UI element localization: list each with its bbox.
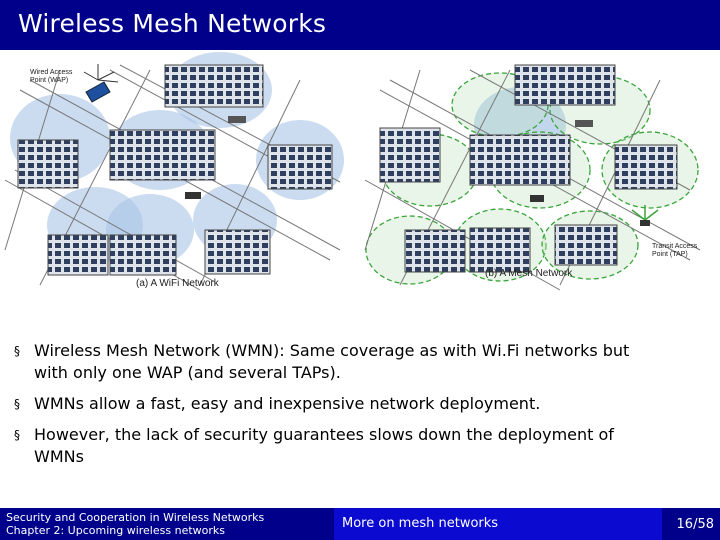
caption-wifi: (a) A WiFi Network: [136, 278, 220, 289]
bus-icon: [575, 120, 593, 127]
bullet-text: WMNs allow a fast, easy and inexpensive …: [34, 394, 541, 413]
bullet-text: However, the lack of security guarantees…: [34, 425, 614, 444]
network-illustration: Wired Access Point (WAP) (a) A WiFi Netw…: [4, 52, 701, 291]
tap-label-line2: Point (TAP): [652, 251, 688, 258]
bullet-text: Wireless Mesh Network (WMN): Same covera…: [34, 341, 630, 360]
footer-course: Security and Cooperation in Wireless Net…: [6, 511, 264, 537]
wap-label-line2: Point (WAP): [30, 77, 68, 84]
footer-chapter: Chapter 2: Upcoming wireless networks: [6, 524, 225, 537]
footer-section: More on mesh networks: [334, 508, 662, 540]
wap-label-line1: Wired Access: [30, 69, 73, 76]
bullet-marker: §: [14, 344, 20, 358]
tap-antenna-icon: [631, 205, 659, 226]
mesh-network-panel: Transit Access Point (TAP) (b) A Mesh Ne…: [364, 64, 701, 291]
bullet-item: § However, the lack of security guarante…: [14, 424, 704, 468]
bus-icon: [228, 116, 246, 123]
tap-label-line1: Transit Access: [652, 243, 698, 250]
bullet-marker: §: [14, 397, 20, 411]
network-figure: Wired Access Point (WAP) (a) A WiFi Netw…: [0, 50, 720, 295]
footer-bar: Security and Cooperation in Wireless Net…: [0, 508, 720, 540]
car-icon: [530, 195, 544, 202]
wifi-network-panel: Wired Access Point (WAP) (a) A WiFi Netw…: [4, 52, 344, 291]
bullet-text-cont: with only one WAP (and several TAPs).: [34, 363, 341, 382]
bullet-text-cont: WMNs: [34, 447, 84, 466]
title-bar: Wireless Mesh Networks: [0, 0, 720, 50]
footer-page: 16/58: [666, 508, 720, 540]
car-icon: [185, 192, 201, 199]
caption-mesh: (b) A Mesh Network: [485, 268, 573, 279]
wap-antenna-icon: [83, 64, 119, 103]
bullet-list: § Wireless Mesh Network (WMN): Same cove…: [14, 340, 704, 477]
slide-title: Wireless Mesh Networks: [18, 9, 327, 38]
page-number: 16/58: [676, 517, 714, 532]
bullet-item: § Wireless Mesh Network (WMN): Same cove…: [14, 340, 704, 384]
footer-section-label: More on mesh networks: [342, 516, 499, 531]
bullet-marker: §: [14, 428, 20, 442]
footer-course-title: Security and Cooperation in Wireless Net…: [6, 511, 265, 524]
bullet-item: § WMNs allow a fast, easy and inexpensiv…: [14, 393, 704, 415]
